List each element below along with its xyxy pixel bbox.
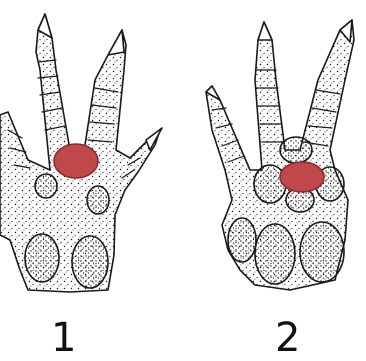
foot-1: [0, 14, 162, 292]
panel-label-2: 2: [275, 318, 300, 358]
tubercle: [87, 186, 109, 214]
tubercle: [255, 224, 295, 284]
claw-icon: [258, 22, 272, 40]
claw-icon: [108, 30, 124, 55]
tubercle: [35, 174, 57, 198]
highlighted-tubercle: [54, 144, 98, 178]
tubercle: [280, 137, 312, 163]
tubercle: [300, 222, 344, 282]
foot-2: [206, 20, 354, 290]
highlighted-tubercle: [280, 162, 324, 192]
tubercle: [72, 236, 108, 288]
panel-label-1: 1: [51, 318, 76, 358]
tubercle: [228, 218, 256, 262]
tubercle: [25, 234, 59, 282]
